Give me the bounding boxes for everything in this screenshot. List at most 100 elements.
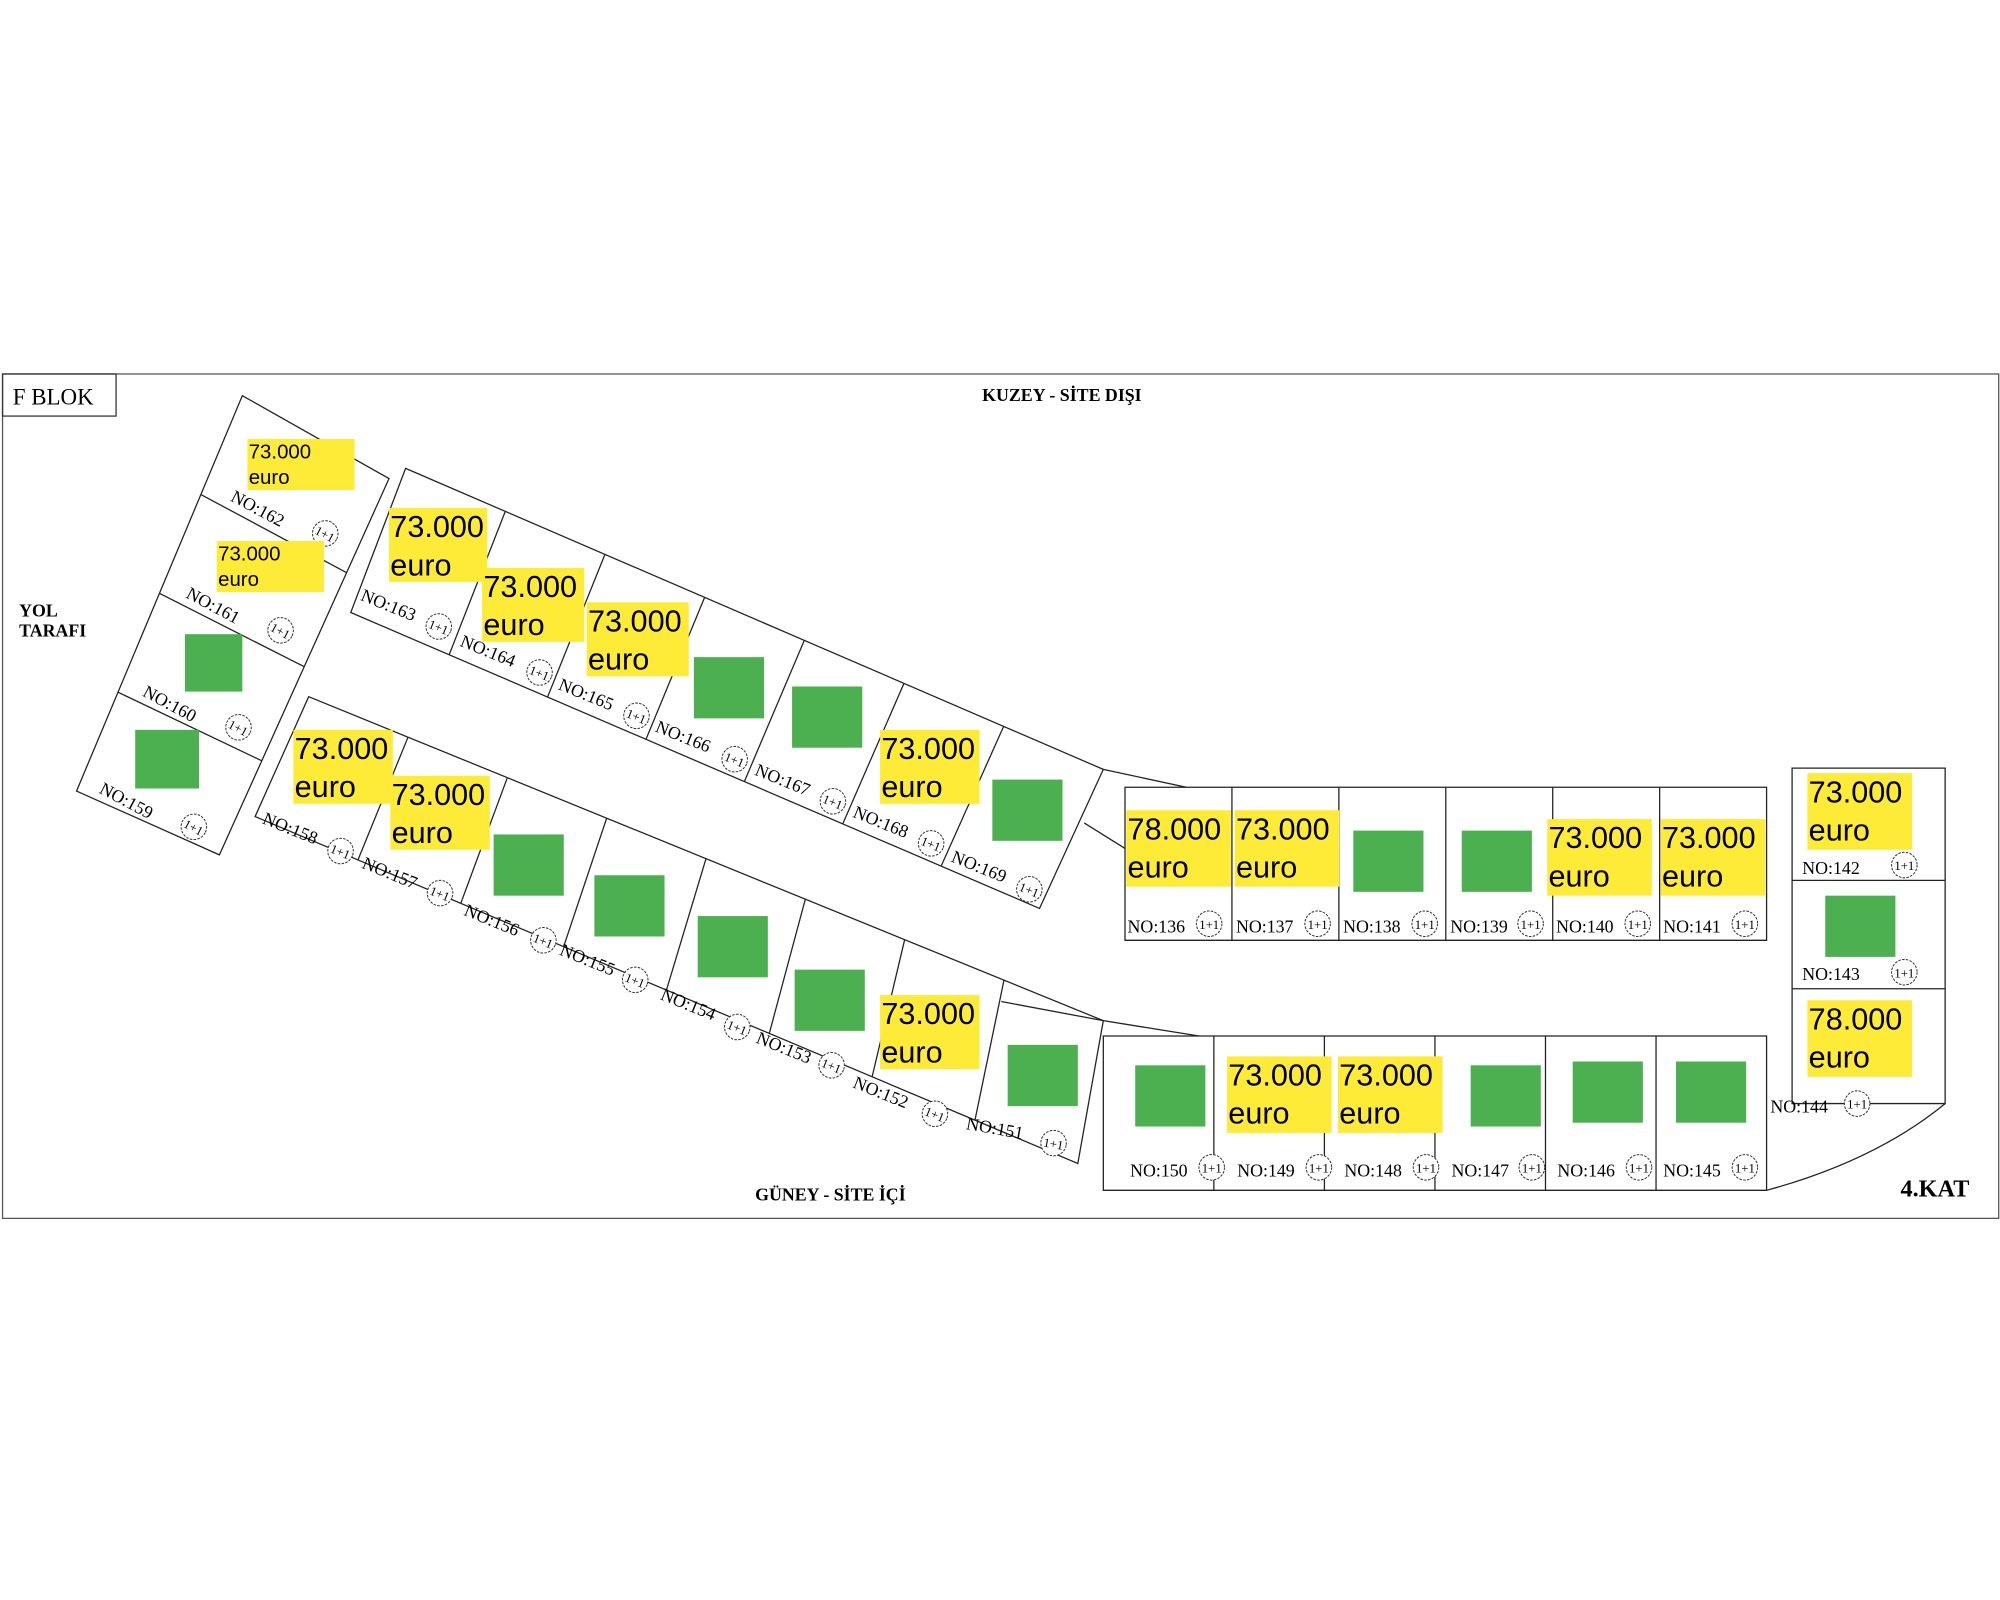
unit-150[interactable]: NO:150 1+1 (1130, 1065, 1225, 1181)
sold-marker (1676, 1061, 1747, 1123)
price-currency: euro (1128, 851, 1189, 885)
unit-number: NO:147 (1452, 1160, 1510, 1180)
sold-marker (1825, 895, 1896, 957)
badge-circle (1305, 1154, 1333, 1181)
unit-type-badge: 1+1 (1518, 1154, 1546, 1181)
unit-number: NO:136 (1128, 917, 1186, 937)
badge-circle (530, 927, 557, 954)
badge-circle (425, 613, 453, 640)
unit-type-badge: 1+1 (1731, 1154, 1759, 1181)
sold-marker (794, 969, 865, 1031)
price-value: 73.000 (1548, 821, 1642, 855)
price-currency: euro (588, 643, 649, 677)
unit-type: 1+1 (1522, 1161, 1542, 1175)
price-value: 73.000 (1809, 775, 1903, 809)
price-value: 73.000 (218, 543, 280, 565)
north-wing-outline (349, 467, 1105, 910)
sold-marker (1353, 830, 1424, 892)
price-value: 73.000 (1228, 1058, 1322, 1092)
corridor-wall (1083, 822, 1126, 850)
price-value: 73.000 (1339, 1058, 1433, 1092)
unit-type-badge: 1+1 (623, 702, 650, 730)
unit-type-badge: 1+1 (1040, 1129, 1067, 1157)
unit-type: 1+1 (624, 707, 648, 727)
price-currency: euro (1809, 1041, 1870, 1075)
badge-circle (1731, 1154, 1759, 1181)
badge-circle (1198, 1154, 1225, 1181)
unit-type-badge: 1+1 (917, 830, 945, 857)
price-currency: euro (881, 770, 942, 804)
unit-type: 1+1 (1628, 918, 1648, 932)
badge-circle (1624, 910, 1652, 937)
unit-number: NO:142 (1802, 858, 1860, 878)
unit-number: NO:137 (1236, 917, 1294, 937)
unit-type: 1+1 (919, 834, 943, 854)
unit-type: 1+1 (623, 971, 647, 991)
unit-type: 1+1 (1308, 918, 1328, 932)
badge-circle (426, 879, 454, 907)
badge-circle (1731, 910, 1759, 937)
west-label-line1: YOL (19, 600, 58, 620)
price-currency: euro (249, 467, 290, 489)
unit-type-badge: 1+1 (1198, 1154, 1225, 1181)
curved-wall (1766, 1103, 1946, 1191)
building-outline (75, 394, 1946, 1191)
price-tag (880, 729, 980, 804)
badge-circle (917, 830, 945, 857)
price-tag (586, 602, 689, 677)
unit-147[interactable]: NO:147 1+1 (1452, 1065, 1546, 1181)
unit-type-badge: 1+1 (1731, 910, 1759, 937)
price-value: 73.000 (390, 510, 484, 544)
unit-type-badge: 1+1 (1843, 1090, 1871, 1117)
unit-type: 1+1 (722, 750, 746, 770)
unit-type: 1+1 (821, 792, 845, 812)
unit-type-badge: 1+1 (1891, 958, 1918, 986)
badge-circle (1040, 1129, 1067, 1157)
price-tag (1227, 1056, 1332, 1133)
north-label: KUZEY - SİTE DIŞI (982, 385, 1142, 405)
badge-circle (180, 813, 208, 841)
unit-number: NO:150 (1130, 1160, 1188, 1180)
badge-circle (1891, 958, 1918, 986)
unit-type: 1+1 (1017, 880, 1041, 900)
unit-143[interactable]: NO:143 1+1 (1802, 895, 1918, 986)
unit-type-badge: 1+1 (327, 837, 354, 865)
unit-type: 1+1 (1199, 918, 1219, 932)
floor-label: 4.KAT (1901, 1176, 1970, 1203)
unit-number: NO:139 (1450, 917, 1508, 937)
sold-marker (992, 779, 1063, 841)
sold-marker (1461, 830, 1532, 892)
unit-type-badge: 1+1 (723, 1013, 751, 1041)
unit-type: 1+1 (426, 617, 450, 637)
badge-circle (327, 837, 354, 865)
price-currency: euro (1228, 1097, 1289, 1131)
unit-type: 1+1 (527, 663, 551, 683)
price-currency: euro (390, 548, 451, 582)
price-value: 73.000 (588, 604, 682, 638)
unit-number: NO:143 (1802, 964, 1860, 984)
badge-circle (721, 745, 748, 773)
south-wing-outline (254, 695, 1105, 1165)
badge-circle (526, 659, 553, 686)
unit-divider (159, 592, 305, 668)
price-value: 73.000 (1236, 812, 1330, 846)
unit-type: 1+1 (1202, 1161, 1222, 1175)
block-title: F BLOK (13, 385, 94, 410)
